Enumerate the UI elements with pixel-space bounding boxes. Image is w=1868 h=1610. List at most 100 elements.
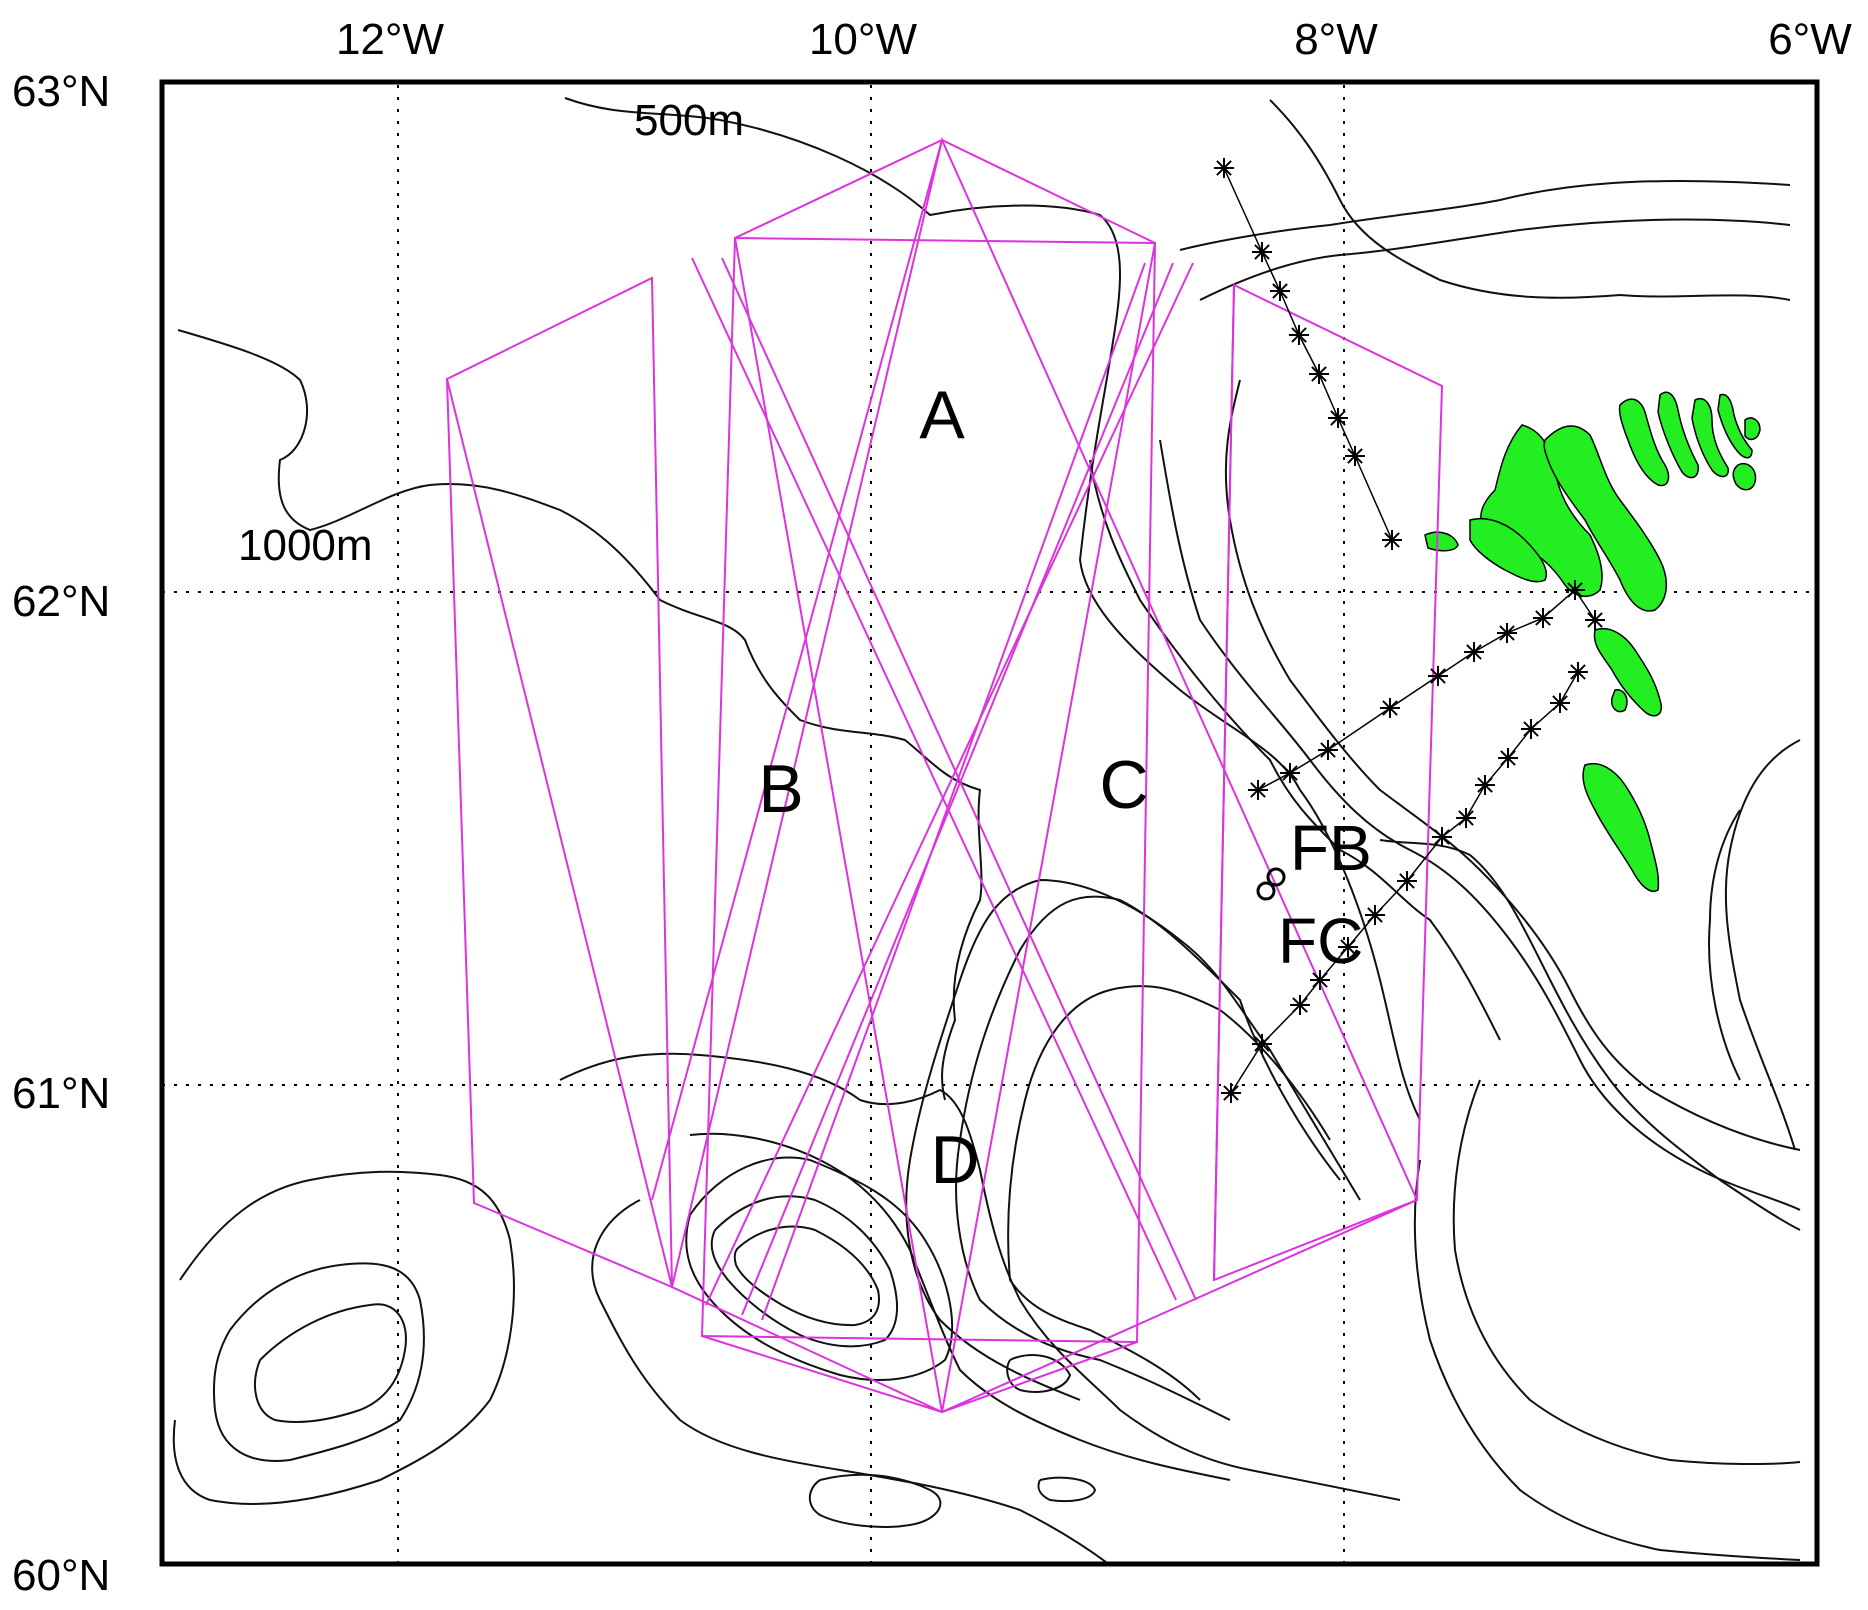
mooring-marker-fc [1256,881,1276,901]
swath-b [445,276,674,1289]
contour-south-6 [591,1199,1111,1566]
contour-slope-1 [1089,459,1501,1041]
land-koltur [1610,689,1628,713]
ctd-station-marker [1221,1083,1241,1103]
lon-tick-label-12w: 12°W [336,15,445,64]
swath-cross-5 [761,262,1146,1321]
lat-tick-labels: 63°N 62°N 61°N 60°N [12,67,110,1600]
ctd-station-marker [1318,740,1338,760]
lon-tick-label-10w: 10°W [809,15,918,64]
contour-south-1 [559,1052,1401,1501]
swath-d [670,136,1419,1414]
land-streymoy [1480,424,1603,597]
contour-south-3 [172,1170,515,1505]
contour-slope-3 [1224,379,1801,1151]
ctd-station-marker [1214,158,1234,178]
swath-cross-8 [941,1341,1138,1413]
region-label-b: B [758,751,803,827]
swath-cross-6 [651,139,943,1201]
track-middle [1257,588,1596,791]
ctd-station-marker [1345,446,1365,466]
swath-cross-3 [705,262,1194,1306]
ctd-station-marker [1309,364,1329,384]
lon-tick-labels: 12°W 10°W 8°W 6°W [336,15,1852,64]
lat-tick-label-63n: 63°N [12,67,110,116]
contour-label-1000m: 1000m [238,521,373,570]
contour-label-500m: 500m [634,96,744,145]
ctd-station-marker [1365,905,1385,925]
station-label-fb: FB [1290,812,1372,884]
land-isle-4 [1732,463,1757,491]
contour-seamount-1 [685,1156,954,1381]
contour-shelf-1 [1269,99,1791,301]
swath-b-diag [446,378,673,1288]
bathymetry-contours [172,97,1801,1566]
ctd-station-marker [1464,642,1484,662]
swath-cross-4 [741,262,1174,1316]
ctd-station-marker [1428,666,1448,686]
faroe-islands [1424,391,1761,892]
ctd-station-marker [1382,530,1402,550]
land-isle-5 [1744,417,1761,441]
land-sandoy [1593,628,1662,717]
ctd-station-marker [1568,662,1588,682]
ctd-station-marker [1456,808,1476,828]
ctd-station-marker [1475,775,1495,795]
contour-shelf-2 [1179,179,1791,251]
mooring-markers [1256,867,1286,901]
ctd-station-marker [1270,281,1290,301]
ctd-station-marker [1397,871,1417,891]
swath-c-diag [1213,284,1235,1281]
contour-east-2 [1708,809,1741,1081]
contour-south-7 [808,1473,942,1528]
contour-south-9 [1006,1354,1072,1393]
swath-a-diag [733,138,1157,1413]
ctd-station-marker [1289,325,1309,345]
map-frame [159,79,1820,1567]
station-label-fc: FC [1278,905,1363,977]
region-label-c: C [1099,747,1148,823]
land-norway-tip [1618,398,1670,487]
lat-tick-label-60n: 60°N [12,1551,110,1600]
ctd-station-marker [1550,693,1570,713]
ctd-station-marker [1252,242,1272,262]
region-label-a: A [919,377,965,453]
contour-central-1 [1007,985,1331,1401]
region-label-d: D [930,1122,979,1198]
ctd-station-marker [1565,580,1585,600]
ctd-station-marker [1280,763,1300,783]
lat-tick-label-62n: 62°N [12,577,110,626]
ctd-station-marker [1521,719,1541,739]
ctd-station-marker [1585,610,1605,630]
ctd-station-marker [1338,937,1358,957]
ctd-station-marker [1252,1034,1272,1054]
swath-cross-1 [691,257,1177,1301]
land-isle-1 [1657,391,1699,479]
satellite-swaths [445,136,1444,1414]
swath-cross-7 [701,1335,943,1413]
ctd-station-marker [1533,608,1553,628]
contour-south-8 [1037,1476,1097,1503]
contour-central-2 [955,895,1341,1421]
ctd-station-marker [1290,995,1310,1015]
contour-east [1724,739,1801,1151]
ctd-station-marker [1328,408,1348,428]
contour-slope-2 [1159,439,1801,1211]
ctd-station-markers [1214,158,1605,1103]
contour-slope-4 [1379,839,1801,1231]
contour-500m [564,97,1421,1121]
ctd-station-marker [1432,827,1452,847]
lon-tick-label-6w: 6°W [1768,15,1852,64]
land-isle-2 [1691,398,1729,478]
land-eysturoy [1543,425,1667,612]
contour-1000m [177,329,983,1101]
ctd-station-marker [1380,698,1400,718]
contour-seamount-3 [733,1225,880,1327]
land-vagar [1424,531,1459,552]
contour-south-10 [1413,1159,1801,1561]
contour-south-11 [1452,1079,1801,1466]
contour-shelf-3 [1199,218,1791,301]
lon-tick-label-8w: 8°W [1294,15,1378,64]
mooring-marker-fb [1266,867,1286,887]
